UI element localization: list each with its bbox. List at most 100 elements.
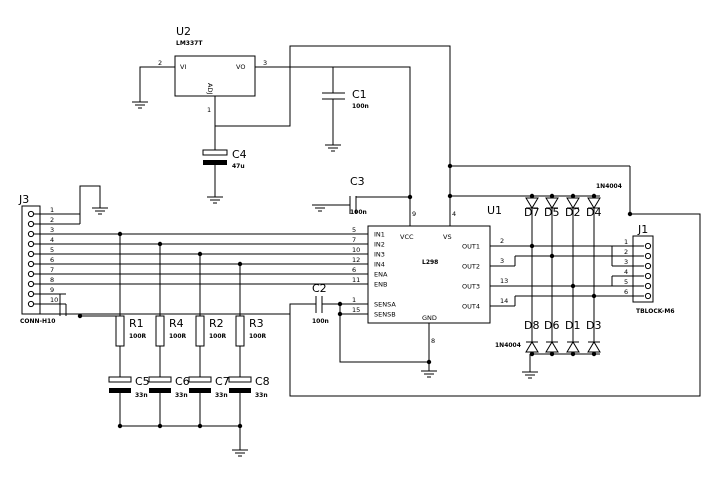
u1-pin-num-15: 15 (352, 306, 360, 314)
diode-ref-d5: D5 (544, 206, 559, 219)
cap-ref-c8: C8 (255, 375, 270, 388)
j1-pin-1 (644, 242, 652, 250)
u1-pin-in1: IN1 (374, 231, 385, 239)
c3-value: 100n (350, 209, 367, 216)
j1-pin-2 (644, 252, 652, 260)
c4-ref: C4 (232, 148, 247, 161)
u1-pin-num-7: 7 (352, 236, 356, 244)
cap-ref-c5: C5 (135, 375, 150, 388)
diode-ref-d7: D7 (524, 206, 539, 219)
diode-ref-d3: D3 (586, 319, 601, 332)
j1-pin-6 (644, 292, 652, 300)
u1-part: L298 (422, 259, 438, 266)
u1-pin-num-14: 14 (500, 297, 508, 305)
resistor-ref-r4: R4 (169, 317, 184, 330)
u2-adj-label: ADJ (206, 83, 214, 94)
c2-capacitor: C2 100n (289, 282, 429, 363)
diode-d5 (545, 197, 559, 209)
u1-pin-out1: OUT1 (462, 243, 480, 251)
u1-pin-out3: OUT3 (462, 283, 480, 291)
j1-pin-num-4: 4 (624, 268, 628, 276)
j3-pin-num-2: 2 (50, 216, 54, 224)
u2-vo-label: VO (236, 63, 245, 71)
j3-pin-num-7: 7 (50, 266, 54, 274)
j1-pin-num-1: 1 (624, 238, 628, 246)
cap-ref-c6: C6 (175, 375, 190, 388)
u1-pin-num-12: 12 (352, 256, 360, 264)
diode-d8 (525, 341, 539, 353)
c2-ref: C2 (312, 282, 327, 295)
j1-pin-num-2: 2 (624, 248, 628, 256)
j3-pin-8 (27, 280, 35, 288)
resistor-ref-r1: R1 (129, 317, 144, 330)
u2-ref: U2 (176, 25, 191, 38)
u2-regulator: U2 LM337T VI VO ADJ 2 3 1 (158, 25, 267, 114)
u1-pin-in4: IN4 (374, 261, 385, 269)
j3-pin-num-1: 1 (50, 206, 54, 214)
cap-value-c8: 33n (255, 392, 268, 399)
diode-ref-d4: D4 (586, 206, 601, 219)
u1-vs: VS (443, 233, 452, 241)
j3-pin-num-6: 6 (50, 256, 54, 264)
j3-ref: J3 (18, 193, 29, 206)
diode-d7 (525, 197, 539, 209)
u1-pin-num-6: 6 (352, 266, 356, 274)
resistor-value-r3: 100R (249, 333, 267, 340)
j1-pin-num-5: 5 (624, 278, 628, 286)
cap-c8 (228, 376, 252, 383)
u1-pin-in2: IN2 (374, 241, 385, 249)
c1-ref: C1 (352, 88, 367, 101)
diode-ref-d6: D6 (544, 319, 559, 332)
diode-d2 (566, 197, 580, 209)
c3-ref: C3 (350, 175, 365, 188)
u1-ref: U1 (487, 204, 502, 217)
u2-part: LM337T (176, 40, 203, 47)
diode-d1 (566, 341, 580, 353)
u1-pin-num-13: 13 (500, 277, 508, 285)
u2-pin-vi: 2 (158, 59, 162, 67)
j3-pin-10 (27, 300, 35, 308)
cap-value-c5: 33n (135, 392, 148, 399)
j1-pin-num-6: 6 (624, 288, 628, 296)
c1-value: 100n (352, 103, 369, 110)
resistor-value-r2: 100R (209, 333, 227, 340)
j1-pin-5 (644, 282, 652, 290)
u1-pin-vcc: 9 (412, 210, 416, 218)
u1-pin-sensb: SENSB (374, 311, 396, 319)
u1-pin-num-5: 5 (352, 226, 356, 234)
diode-d6 (545, 341, 559, 353)
u1-pin-ena: ENA (374, 271, 388, 279)
diode-ref-d8: D8 (524, 319, 539, 332)
c3-capacitor: C3 100n (312, 175, 410, 216)
resistor-r1 (115, 315, 125, 347)
resistor-r4 (155, 315, 165, 347)
diode-d4 (587, 197, 601, 209)
j3-pin-6 (27, 260, 35, 268)
j3-pin-num-8: 8 (50, 276, 54, 284)
c2-value: 100n (312, 318, 329, 325)
j3-pin-num-4: 4 (50, 236, 54, 244)
u1-vcc: VCC (400, 233, 414, 241)
j3-pin-5 (27, 250, 35, 258)
diode-d3 (587, 341, 601, 353)
u1-pin-vs: 4 (452, 210, 456, 218)
diode-ref-d1: D1 (565, 319, 580, 332)
resistor-ref-r2: R2 (209, 317, 224, 330)
diode-ref-d2: D2 (565, 206, 580, 219)
j3-pin-1 (27, 210, 35, 218)
u1-driver: U1 L298 VCC VS GND 9 4 8 IN15IN27IN310IN… (352, 204, 508, 345)
j1-pin-num-3: 3 (624, 258, 628, 266)
j3-pin-3 (27, 230, 35, 238)
resistor-r2 (195, 315, 205, 347)
resistor-value-r4: 100R (169, 333, 187, 340)
j3-pin-7 (27, 270, 35, 278)
cap-value-c6: 33n (175, 392, 188, 399)
u1-pin-num-10: 10 (352, 246, 360, 254)
u1-pin-out2: OUT2 (462, 263, 480, 271)
j1-ref: J1 (637, 223, 648, 236)
u1-pin-gnd: 8 (431, 337, 435, 345)
u1-gnd: GND (422, 314, 437, 322)
